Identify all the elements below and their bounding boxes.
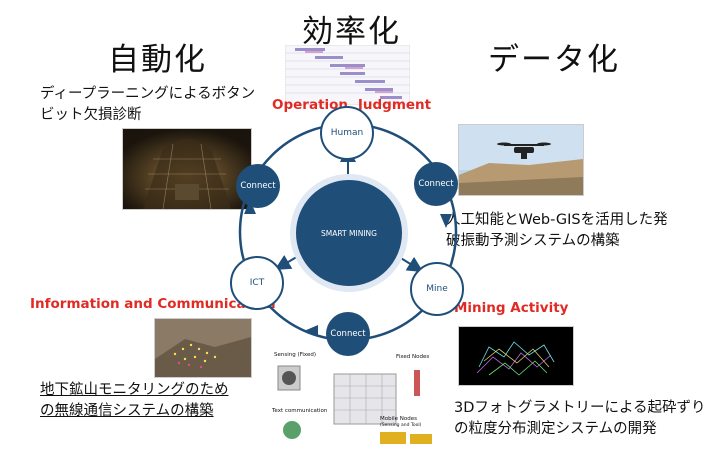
point-cloud-photo xyxy=(458,326,574,386)
terrain-sensor-photo xyxy=(154,318,252,378)
sensing-fixed-label: Sensing (Fixed) xyxy=(274,352,317,358)
text-communication-label: Text communication xyxy=(272,408,328,414)
mining-activity-label: Mining Activity xyxy=(454,300,569,316)
particle-size-text: 3Dフォトグラメトリーによる起砕ずり の粒度分布測定システムの開発 xyxy=(454,400,706,437)
header-efficiency: 効率化 xyxy=(302,14,401,50)
connect-bottom: Connect xyxy=(326,312,370,356)
connect-right: Connect xyxy=(414,162,458,206)
tunnel-photo xyxy=(122,128,252,210)
mobile-nodes-label: Mobile Nodes xyxy=(380,416,418,422)
human-node: Human xyxy=(320,106,374,160)
blast-vibration-text: 人工知能とWeb-GISを活用した発 破振動予測システムの構築 xyxy=(446,212,668,249)
header-data: データ化 xyxy=(488,42,620,78)
info-communication-label: Information and Communication xyxy=(30,296,276,312)
mine-node: Mine xyxy=(410,262,464,316)
smart-mining-center: SMART MINING xyxy=(290,174,408,292)
drone-photo xyxy=(458,124,584,196)
wireless-network-diagram: Sensing (Fixed) Fixed Nodes Text communi… xyxy=(272,352,448,452)
fixed-nodes-label: Fixed Nodes xyxy=(396,354,430,360)
ict-node: ICT xyxy=(230,256,284,310)
bit-diagnosis-text: ディープラーニングによるボタン ビット欠損診断 xyxy=(40,86,256,123)
mobile-nodes-sub-label: (Sensing and Tool) xyxy=(380,423,422,428)
wireless-system-text: 地下鉱山モニタリングのため の無線通信システムの構築 xyxy=(40,382,229,419)
connect-left: Connect xyxy=(236,164,280,208)
operation-judgment-label: Operation, Judgment xyxy=(272,97,432,113)
schedule-chart-thumbnail xyxy=(285,45,410,105)
header-automation: 自動化 xyxy=(108,42,207,78)
